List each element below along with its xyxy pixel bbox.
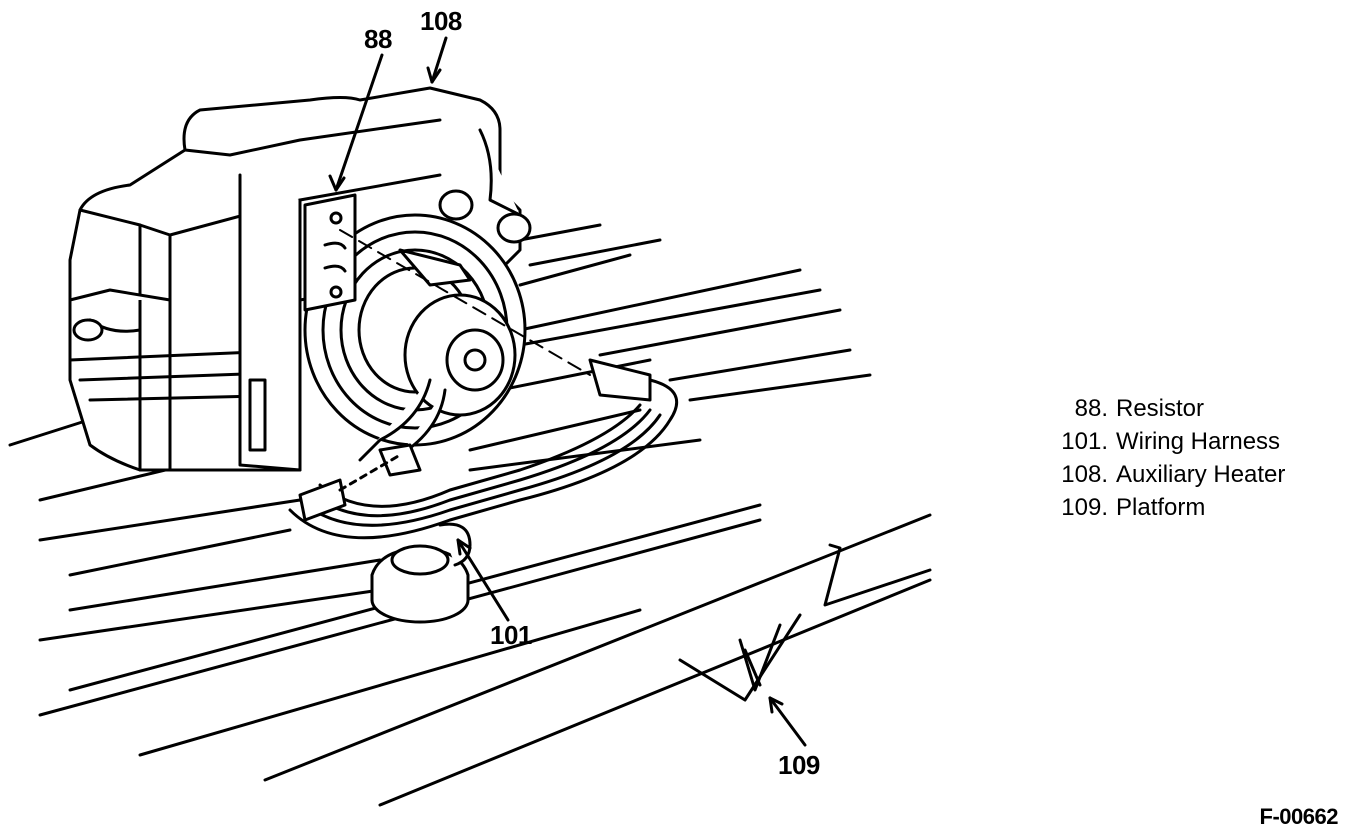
blower-motor	[303, 213, 527, 462]
legend-label: Auxiliary Heater	[1116, 461, 1286, 488]
legend-label: Resistor	[1116, 395, 1205, 422]
legend-label: Wiring Harness	[1116, 428, 1281, 455]
legend-item: 108. Auxiliary Heater	[1040, 458, 1285, 491]
grommet	[370, 522, 472, 624]
figure-id: F-00662	[1259, 804, 1339, 829]
wiring-harness	[288, 229, 679, 540]
legend-item: 101. Wiring Harness	[1040, 425, 1285, 458]
resistor	[303, 193, 357, 312]
legend-number: 101.	[1061, 428, 1108, 455]
callout-101: 101	[490, 620, 532, 650]
heater-housing	[68, 86, 532, 472]
legend-number: 88.	[1074, 395, 1108, 422]
callout-88: 88	[364, 24, 392, 54]
callout-108: 108	[420, 6, 462, 36]
legend-item: 109. Platform	[1040, 491, 1285, 524]
callout-leaders	[328, 36, 807, 747]
legend-number: 109.	[1061, 494, 1108, 521]
platform-bracket	[263, 513, 932, 807]
legend-label: Platform	[1116, 494, 1206, 521]
legend-item: 88. Resistor	[1040, 392, 1285, 425]
callout-109: 109	[778, 750, 820, 780]
legend-number: 108.	[1061, 461, 1108, 488]
parts-legend: 88. Resistor 101. Wiring Harness 108. Au…	[1040, 392, 1285, 524]
